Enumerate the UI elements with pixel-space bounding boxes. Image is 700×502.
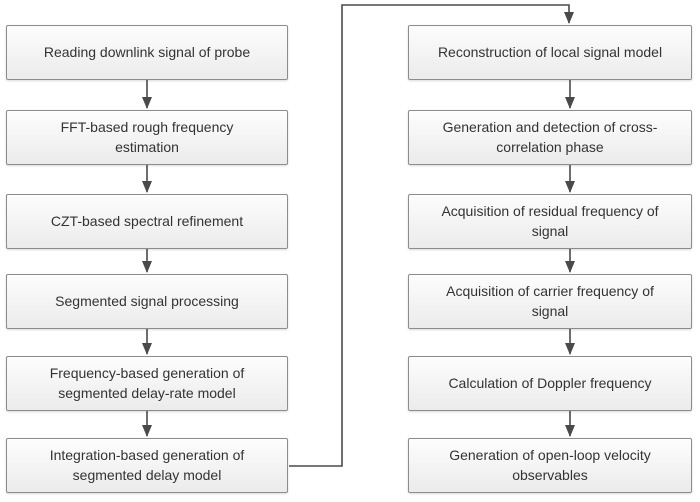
flow-box-segmented-signal-processing: Segmented signal processing	[6, 274, 288, 329]
flow-box-cross-correlation-phase: Generation and detection of cross- corre…	[408, 110, 692, 165]
flow-box-integration-based-delay-model: Integration-based generation of segmente…	[6, 438, 288, 493]
flow-box-residual-frequency-acquisition: Acquisition of residual frequency of sig…	[408, 194, 692, 249]
flow-box-czt-spectral-refinement: CZT-based spectral refinement	[6, 194, 288, 249]
flow-box-reconstruction-local-signal-model: Reconstruction of local signal model	[408, 25, 692, 80]
flow-box-frequency-based-delay-rate-model: Frequency-based generation of segmented …	[6, 356, 288, 411]
flow-box-fft-rough-frequency-estimation: FFT-based rough frequency estimation	[6, 110, 288, 165]
flow-box-open-loop-velocity-observables: Generation of open-loop velocity observa…	[408, 438, 692, 493]
flow-box-reading-downlink-signal: Reading downlink signal of probe	[6, 25, 288, 80]
flow-box-carrier-frequency-acquisition: Acquisition of carrier frequency of sign…	[408, 274, 692, 329]
flow-box-doppler-frequency-calculation: Calculation of Doppler frequency	[408, 356, 692, 411]
